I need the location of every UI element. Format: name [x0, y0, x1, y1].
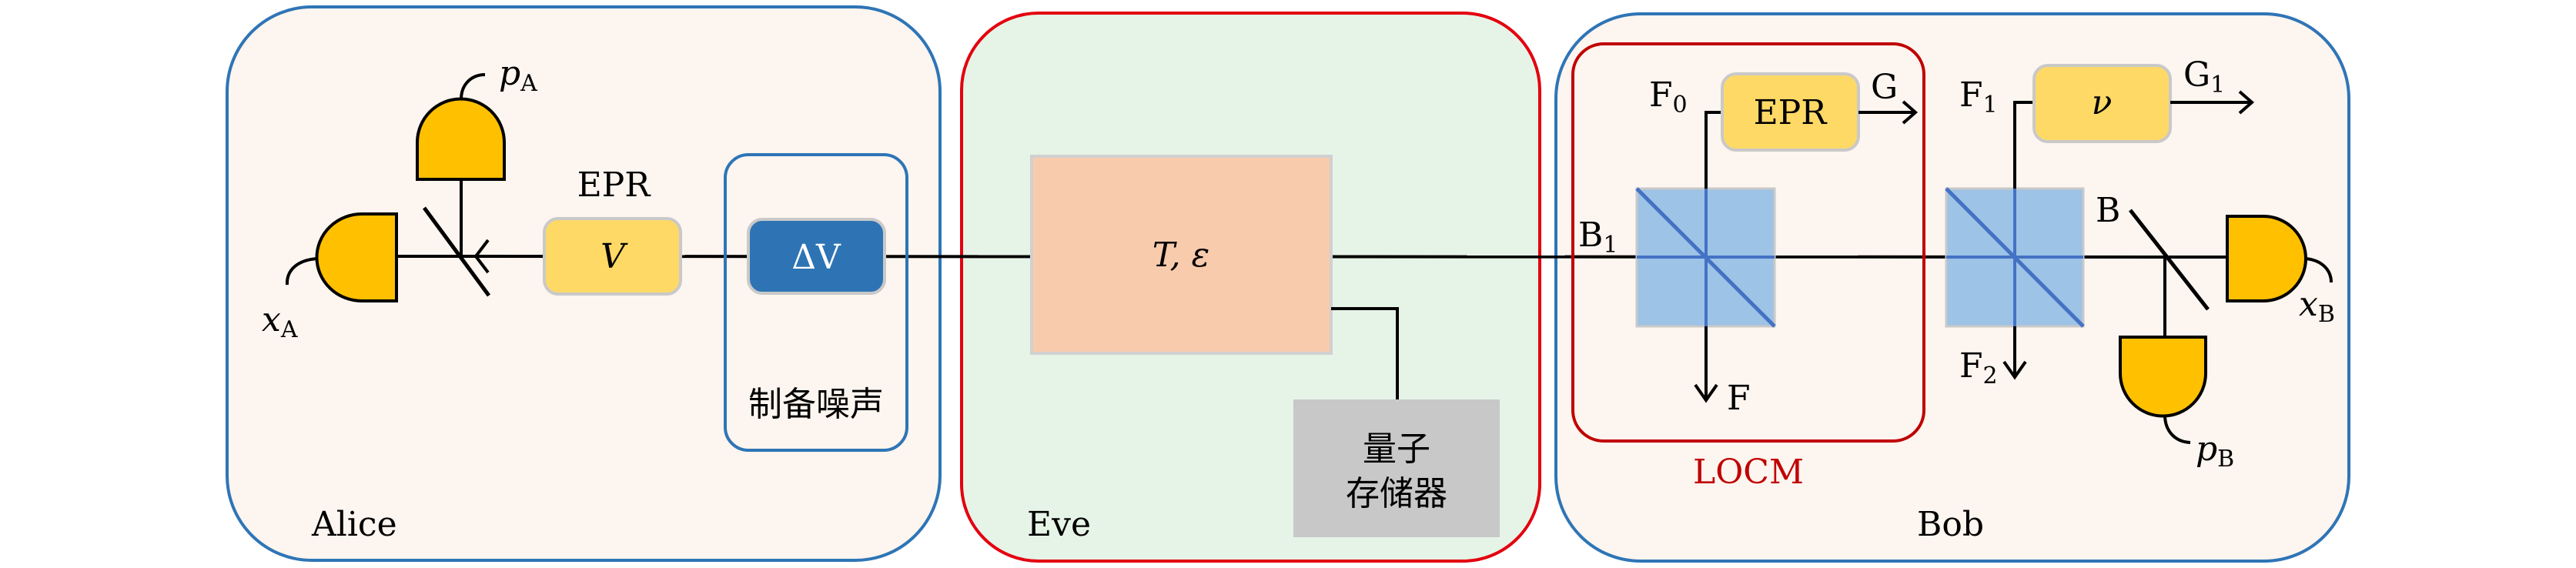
noise-group-box [724, 153, 908, 452]
arrow-right-icon [2238, 90, 2255, 115]
alice-title: Alice [311, 505, 397, 544]
nu-label: ν [2092, 83, 2113, 122]
bob-mirror [2129, 209, 2210, 311]
g1-label: G1 [2183, 55, 2225, 99]
epr-v-label: V [601, 237, 628, 276]
delta-v-label: ΔV [791, 238, 841, 277]
bob-p-label: pB [2196, 429, 2234, 473]
memory-label-line1: 量子 [1363, 429, 1430, 469]
alice-mirror [422, 206, 491, 297]
f1-path [2013, 101, 2034, 189]
epr-v-box [543, 217, 682, 296]
locm-box [1571, 42, 1925, 443]
bob-p-wire [2163, 414, 2191, 444]
bob-epr-label: EPR [1754, 93, 1828, 132]
f0-path [1705, 111, 1722, 189]
arrow-right-icon [1902, 100, 1919, 125]
bob-p-detector [2119, 336, 2207, 418]
f0-label: F0 [1649, 75, 1688, 119]
g-label: G [1871, 68, 1898, 107]
quantum-memory-box [1293, 399, 1500, 537]
alice-epr-label: EPR [577, 165, 652, 205]
bob-title: Bob [1917, 505, 1984, 544]
channel-box [1030, 155, 1333, 355]
channel-label: T, ε [1153, 236, 1209, 275]
f1-label: F1 [1959, 75, 1998, 119]
arrow-down-icon [1694, 383, 1718, 403]
f2-label: F2 [1959, 346, 1998, 389]
alice-p-detector [416, 97, 506, 181]
eve-title: Eve [1027, 505, 1091, 544]
noise-caption: 制备噪声 [748, 385, 884, 424]
b-label: B [2096, 191, 2120, 230]
arrow-left-icon [473, 239, 490, 274]
memory-link [1331, 307, 1399, 399]
bob-x-label: xB [2299, 285, 2335, 328]
memory-label-line2: 存储器 [1346, 474, 1447, 513]
alice-x-wire [285, 257, 318, 286]
bob-x-wire [2305, 257, 2333, 283]
alice-p-label: pA [499, 54, 537, 97]
alice-x-detector [315, 212, 398, 302]
alice-p-wire [460, 73, 486, 100]
noise-delta-v-box [747, 218, 886, 295]
locm-title: LOCM [1693, 453, 1804, 492]
f-label: F [1727, 379, 1751, 418]
alice-x-label: xA [262, 300, 298, 343]
b1-label: B1 [1578, 216, 1618, 259]
bob-x-detector [2226, 215, 2307, 302]
arrow-down-icon [2002, 360, 2027, 380]
